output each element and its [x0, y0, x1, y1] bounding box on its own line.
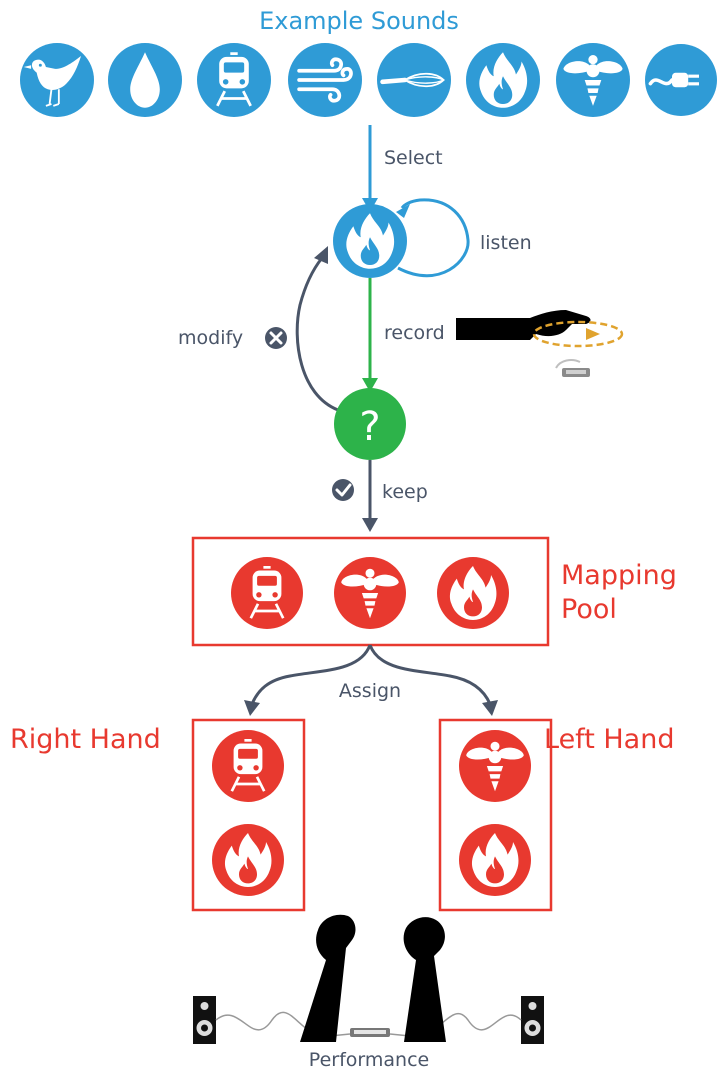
right-hand-label: Right Hand — [10, 724, 161, 755]
assign-label: Assign — [339, 680, 401, 702]
right-speaker-icon — [521, 996, 544, 1044]
modify-arrow — [295, 246, 339, 412]
left-speaker-icon — [193, 996, 216, 1044]
mapping-pool-label-line2: Pool — [561, 594, 617, 625]
sound-fire[interactable] — [466, 43, 540, 117]
left-hand-bee[interactable] — [459, 730, 531, 802]
left-hand-label: Left Hand — [544, 724, 674, 755]
example-sounds-row — [20, 43, 717, 117]
accept-icon[interactable] — [332, 479, 354, 501]
review-question[interactable]: ? — [334, 388, 406, 460]
selected-sound[interactable] — [333, 204, 407, 278]
sound-bird[interactable] — [20, 43, 94, 117]
record-label: record — [384, 322, 445, 344]
question-mark: ? — [359, 404, 380, 450]
performance-label: Performance — [309, 1049, 429, 1071]
controller-device-icon — [350, 1028, 390, 1037]
right-hand-box — [191, 718, 306, 912]
sound-wind[interactable] — [288, 43, 362, 117]
assign-arrows — [244, 644, 498, 716]
mapping-pool-train[interactable] — [231, 557, 303, 629]
right-hand-train[interactable] — [212, 730, 284, 802]
left-hand-fire[interactable] — [459, 824, 531, 896]
performer-right-hand-icon — [300, 914, 356, 1042]
listen-label: listen — [480, 232, 532, 254]
select-label: Select — [384, 147, 443, 169]
sound-water-drop[interactable] — [108, 43, 182, 117]
sound-bee[interactable] — [556, 43, 630, 117]
listen-loop — [396, 198, 470, 278]
modify-label: modify — [178, 327, 243, 349]
example-sounds-title: Example Sounds — [259, 7, 459, 35]
keep-arrow — [362, 460, 378, 532]
mapping-pool-label-line1: Mapping — [561, 560, 677, 591]
train-icon — [215, 50, 253, 108]
sound-train[interactable] — [197, 43, 271, 117]
train-icon — [230, 737, 266, 793]
sound-plug[interactable] — [645, 44, 717, 116]
left-hand-box — [438, 718, 553, 912]
mapping-pool-bee[interactable] — [334, 557, 406, 629]
sound-whisk[interactable] — [377, 43, 451, 117]
recording-hand-icon — [456, 310, 624, 377]
keep-label: keep — [382, 481, 428, 503]
mapping-pool-fire[interactable] — [437, 557, 509, 629]
train-icon — [249, 564, 285, 620]
performer-left-hand-icon — [403, 917, 446, 1042]
select-arrow — [362, 125, 378, 212]
reject-icon[interactable] — [265, 327, 287, 349]
right-hand-fire[interactable] — [212, 824, 284, 896]
record-arrow — [362, 278, 378, 392]
